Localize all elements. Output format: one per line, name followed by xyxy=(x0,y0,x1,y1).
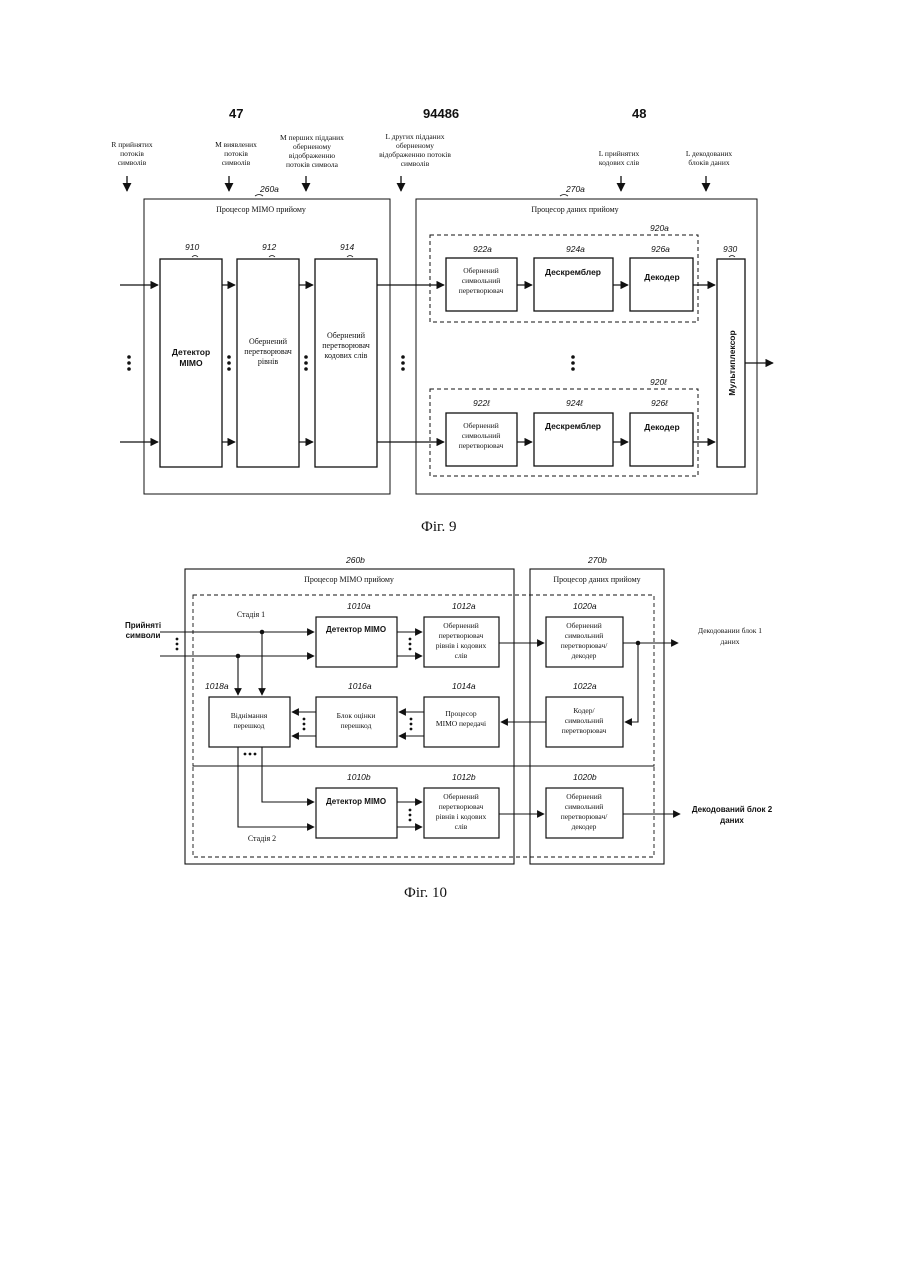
ellipsis-914 xyxy=(304,355,308,371)
data-rx-processor-title-b: Процесор даних прийому xyxy=(553,575,640,584)
received-symbols-label: Прийнятісимволи xyxy=(125,621,161,640)
ref-1020a: 1020a xyxy=(573,601,597,611)
ref-tick-270a xyxy=(560,195,568,197)
estimator-label-1016a: Блок оцінкиперешкод xyxy=(337,711,376,730)
fig9-caption: Фіг. 9 xyxy=(421,519,456,536)
ellipsis-data xyxy=(401,355,405,371)
tx-processor-label-1014a: ПроцесорMIMO передачі xyxy=(436,709,486,728)
ellipsis-groups xyxy=(571,355,575,371)
ref-260b: 260b xyxy=(345,555,365,565)
ref-270b: 270b xyxy=(587,555,607,565)
ref-1020b: 1020b xyxy=(573,772,597,782)
ref-924l: 924ℓ xyxy=(566,398,583,408)
codeword-inverse-box xyxy=(315,259,377,467)
ref-924a: 924a xyxy=(566,244,585,254)
ellipsis-912 xyxy=(227,355,231,371)
subtract-to-stage2-bottom xyxy=(238,747,314,827)
layer-inverse-label: Оберненийперетворювачрівнів xyxy=(244,337,292,366)
sym-inverse-label-l: Оберненийсимвольнийперетворювач xyxy=(459,421,504,450)
ellipsis-subtract-out xyxy=(244,753,257,756)
codeword-inverse-label: Оберненийперетворювачкодових слів xyxy=(322,331,370,360)
ref-922l: 922ℓ xyxy=(473,398,490,408)
descrambler-box-a xyxy=(534,258,613,311)
junction-dot-3 xyxy=(636,641,641,646)
ref-912: 912 xyxy=(262,242,276,252)
ref-914: 914 xyxy=(340,242,354,252)
figure-10: Процесор MIMO прийому Процесор даних при… xyxy=(125,555,773,864)
decoded-block-2-label: Декодований блок 2даних xyxy=(692,805,773,825)
ref-260a: 260a xyxy=(259,184,279,194)
ref-1016a: 1016a xyxy=(348,681,372,691)
mimo-rx-processor-title-b: Процесор MIMO прийому xyxy=(304,575,394,584)
mimo-detector-box-b xyxy=(316,788,397,838)
l-second-label: L других підданихоберненомувідображенню … xyxy=(379,132,451,168)
decoded-block-1-label: Декодовании блок 1даних xyxy=(698,626,762,646)
ref-tick-910 xyxy=(192,256,198,258)
ref-926a: 926a xyxy=(651,244,670,254)
multiplexer-label: Мультиплексор xyxy=(727,330,737,395)
ellipsis-1010a xyxy=(409,638,412,651)
ref-922a: 922a xyxy=(473,244,492,254)
figure-9: R прийнятихпотоківсимволів M виявленихпо… xyxy=(111,132,773,494)
sym-decoder-label-1020a: Оберненийсимвольнийперетворювач/декодер xyxy=(561,621,609,660)
ref-1010b: 1010b xyxy=(347,772,371,782)
m-first-label: M перших підданихоберненомувідображеннюп… xyxy=(280,133,344,169)
ref-1014a: 1014a xyxy=(452,681,476,691)
junction-dot-2 xyxy=(236,654,241,659)
ellipsis-left xyxy=(127,355,131,371)
sym-decoder-label-1020b: Оберненийсимвольнийперетворювач/декодер xyxy=(561,792,609,831)
fig10-caption: Фіг. 10 xyxy=(404,885,447,902)
ref-tick-260a xyxy=(255,195,263,197)
decoder-box-a xyxy=(630,258,693,311)
subtract-label-1018a: Відніманняперешкод xyxy=(231,711,268,730)
ellipsis-1010b xyxy=(409,809,412,822)
subtract-to-stage2-top xyxy=(262,747,314,802)
descrambler-label-a: Дескремблер xyxy=(545,267,601,277)
inverse-label-1012a: Оберненийперетворювачрівнів і кодовихслі… xyxy=(436,621,487,660)
r-streams-label: R прийнятихпотоківсимволів xyxy=(111,140,152,167)
decoder-label-a: Декодер xyxy=(644,272,679,282)
ref-270a: 270a xyxy=(565,184,585,194)
decoder-label-l: Декодер xyxy=(644,422,679,432)
feedback-to-coder xyxy=(625,643,638,722)
ref-1012b: 1012b xyxy=(452,772,476,782)
ellipsis-1016a xyxy=(303,718,306,731)
ref-926l: 926ℓ xyxy=(651,398,668,408)
ref-tick-930 xyxy=(729,256,735,258)
stage2-label: Стадія 2 xyxy=(248,834,276,843)
sym-inverse-label-a: Оберненийсимвольнийперетворювач xyxy=(459,266,504,295)
ref-910: 910 xyxy=(185,242,199,252)
ellipsis-received xyxy=(176,638,179,651)
junction-dot-1 xyxy=(260,630,265,635)
mimo-detector-label-a: Детектор MIMO xyxy=(326,625,386,634)
ref-1012a: 1012a xyxy=(452,601,476,611)
ref-tick-914 xyxy=(347,256,353,258)
descrambler-label-l: Дескремблер xyxy=(545,421,601,431)
inverse-label-1012b: Оберненийперетворювачрівнів і кодовихслі… xyxy=(436,792,487,831)
mimo-detector-label: ДетекторMIMO xyxy=(172,347,210,368)
ref-1022a: 1022a xyxy=(573,681,597,691)
ref-930: 930 xyxy=(723,244,737,254)
mimo-rx-processor-title: Процесор MIMO прийому xyxy=(216,205,306,214)
ref-920l: 920ℓ xyxy=(650,377,667,387)
coder-label-1022a: Кодер/символьнийперетворювач xyxy=(562,706,607,735)
l-decoded-label: L декодованихблоків даних xyxy=(686,149,732,167)
m-detected-label: M виявленихпотоківсимволів xyxy=(215,140,257,167)
ref-tick-912 xyxy=(269,256,275,258)
ellipsis-1014a xyxy=(410,718,413,731)
ref-1018a: 1018a xyxy=(205,681,229,691)
data-rx-processor-title: Процесор даних прийому xyxy=(531,205,618,214)
l-codewords-label: L прийнятихкодових слів xyxy=(599,149,640,167)
ref-1010a: 1010a xyxy=(347,601,371,611)
stage1-label: Стадія 1 xyxy=(237,610,265,619)
ref-920a: 920a xyxy=(650,223,669,233)
mimo-detector-label-b: Детектор MIMO xyxy=(326,797,386,806)
decoder-box-l xyxy=(630,413,693,466)
